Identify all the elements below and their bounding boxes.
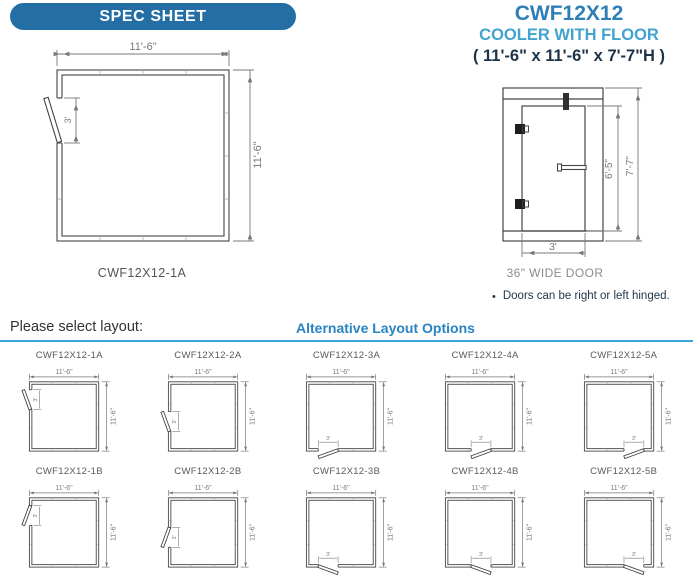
thumbnail-door: 3' [160,410,181,433]
layout-thumbnail-drawing: 11'-6" 11'-6" 3' [445,369,534,460]
svg-text:11'-6": 11'-6" [527,407,534,425]
layout-thumbnail-drawing: 11'-6" 11'-6" 3' [306,369,395,460]
svg-text:3': 3' [327,552,331,558]
layout-option-label: CWF12X12-2B [174,466,242,477]
hinge-note-text: Doors can be right or left hinged. [502,290,670,302]
svg-text:3': 3' [33,514,39,518]
layout-option[interactable]: CWF12X12-1B 11'-6" 11'-6" [0,461,139,577]
layout-option[interactable]: CWF12X12-3A 11'-6" 11'-6" [277,345,416,461]
spec-sheet-banner-label: SPEC SHEET [99,7,207,25]
svg-text:3': 3' [632,552,636,558]
svg-text:3': 3' [172,419,178,423]
layout-thumbnail-drawing: 11'-6" 11'-6" 3' [21,369,118,452]
door-closer-icon [563,93,569,110]
svg-text:11'-6": 11'-6" [333,369,351,376]
layout-thumbnail-drawing: 11'-6" 11'-6" 3' [160,369,256,452]
layout-options-grid: CWF12X12-1A 11'-6" 11'-6" [0,345,693,577]
thumbnail-door: 3' [317,436,340,460]
layout-option[interactable]: CWF12X12-2A 11'-6" 11'-6" [139,345,278,461]
layout-option-label: CWF12X12-5A [590,350,658,361]
svg-text:11'-6": 11'-6" [388,523,395,541]
layout-option-label: CWF12X12-5B [590,466,658,477]
layout-option[interactable]: CWF12X12-5A 11'-6" 11'-6" [554,345,693,461]
thumbnail-door: 3' [622,552,645,576]
layout-thumbnail-drawing: 11'-6" 11'-6" 3' [583,485,672,576]
layout-option-label: CWF12X12-1B [35,466,103,477]
layout-option-label: CWF12X12-3B [312,466,381,477]
layout-thumbnail-drawing: 11'-6" 11'-6" 3' [445,485,534,576]
layout-option[interactable]: CWF12X12-1A 11'-6" 11'-6" [0,345,139,461]
layout-thumbnail-drawing: 11'-6" 11'-6" 3' [160,485,256,568]
layout-option-label: CWF12X12-3A [312,350,381,361]
door-opening [56,98,63,143]
svg-text:11'-6": 11'-6" [665,407,672,425]
layout-option[interactable]: CWF12X12-3B 11'-6" 11'-6" [277,461,416,577]
model-title: CWF12X12 [514,2,624,25]
svg-text:11'-6": 11'-6" [472,369,490,376]
elevation-inner-height-dim: 6'-5" [604,159,615,179]
svg-text:11'-6": 11'-6" [111,407,118,425]
door-hinge-icon [515,124,529,134]
svg-text:11'-6": 11'-6" [56,369,74,376]
floor-plan-label: CWF12X12-1A [97,266,187,280]
layout-option[interactable]: CWF12X12-4B 11'-6" 11'-6" [416,461,555,577]
bullet-icon: • [492,291,496,303]
door-handle-icon [556,163,587,172]
svg-text:11'-6": 11'-6" [56,485,74,492]
spec-sheet-banner: SPEC SHEET [10,3,296,30]
door-width-label: 36" WIDE DOOR [506,266,604,280]
layout-prompt: Please select layout: [10,319,143,335]
layout-option-label: CWF12X12-1A [35,350,103,361]
svg-text:3': 3' [33,398,39,402]
svg-text:11'-6": 11'-6" [388,407,395,425]
thumbnail-door: 3' [470,436,493,460]
layout-thumbnail-drawing: 11'-6" 11'-6" 3' [306,485,395,576]
plan-width-dim: 11'-6" [129,41,156,53]
layout-option[interactable]: CWF12X12-2B 11'-6" 11'-6" [139,461,278,577]
svg-text:11'-6": 11'-6" [333,485,351,492]
svg-text:11'-6": 11'-6" [527,523,534,541]
svg-text:3': 3' [632,436,636,442]
svg-text:11'-6": 11'-6" [111,523,118,541]
svg-text:11'-6": 11'-6" [610,369,628,376]
door-leaf [43,96,63,144]
layout-thumbnail-drawing: 11'-6" 11'-6" 3' [583,369,672,460]
layout-thumbnail-drawing: 11'-6" 11'-6" 3' [21,485,118,568]
layout-options-title: Alternative Layout Options [296,320,475,336]
product-title: COOLER WITH FLOOR [479,26,659,45]
door-hinge-icon [515,199,529,209]
svg-text:3': 3' [479,552,483,558]
thumbnail-door: 3' [622,436,645,460]
svg-text:11'-6": 11'-6" [610,485,628,492]
svg-text:11'-6": 11'-6" [249,407,256,425]
layout-option-label: CWF12X12-4A [451,350,519,361]
thumbnail-door: 3' [470,552,492,576]
plan-door-dim: 3' [63,116,73,123]
svg-text:11'-6": 11'-6" [194,485,212,492]
layout-option-label: CWF12X12-2A [174,350,242,361]
section-divider [0,340,693,342]
layout-option-label: CWF12X12-4B [451,466,519,477]
svg-text:11'-6": 11'-6" [472,485,490,492]
title-block: CWF12X12 COOLER WITH FLOOR ( 11'-6" x 11… [445,2,693,66]
layout-option[interactable]: CWF12X12-4A 11'-6" 11'-6" [416,345,555,461]
svg-text:11'-6": 11'-6" [249,523,256,541]
overall-dimensions: ( 11'-6" x 11'-6" x 7'-7"H ) [472,47,666,66]
floor-plan-drawing: 11'-6" 11'-6" 3' [43,41,264,242]
plan-height-dim: 11'-6" [252,141,264,168]
door-elevation-drawing: 6'-5" 7'-7" 3' [502,87,642,257]
thumbnail-door: 3' [21,504,42,527]
thumbnail-door: 3' [317,552,340,576]
thumbnail-door: 3' [21,388,42,411]
layout-option[interactable]: CWF12X12-5B 11'-6" 11'-6" [554,461,693,577]
svg-text:3': 3' [479,436,483,442]
elevation-door-width-dim: 3' [549,242,557,253]
elevation-outer-height-dim: 7'-7" [625,156,636,176]
thumbnail-door: 3' [160,526,181,549]
svg-text:11'-6": 11'-6" [665,523,672,541]
svg-text:11'-6": 11'-6" [194,369,212,376]
svg-text:3': 3' [327,436,331,442]
svg-text:3': 3' [172,535,178,539]
hinge-note: • Doors can be right or left hinged. [492,290,670,304]
